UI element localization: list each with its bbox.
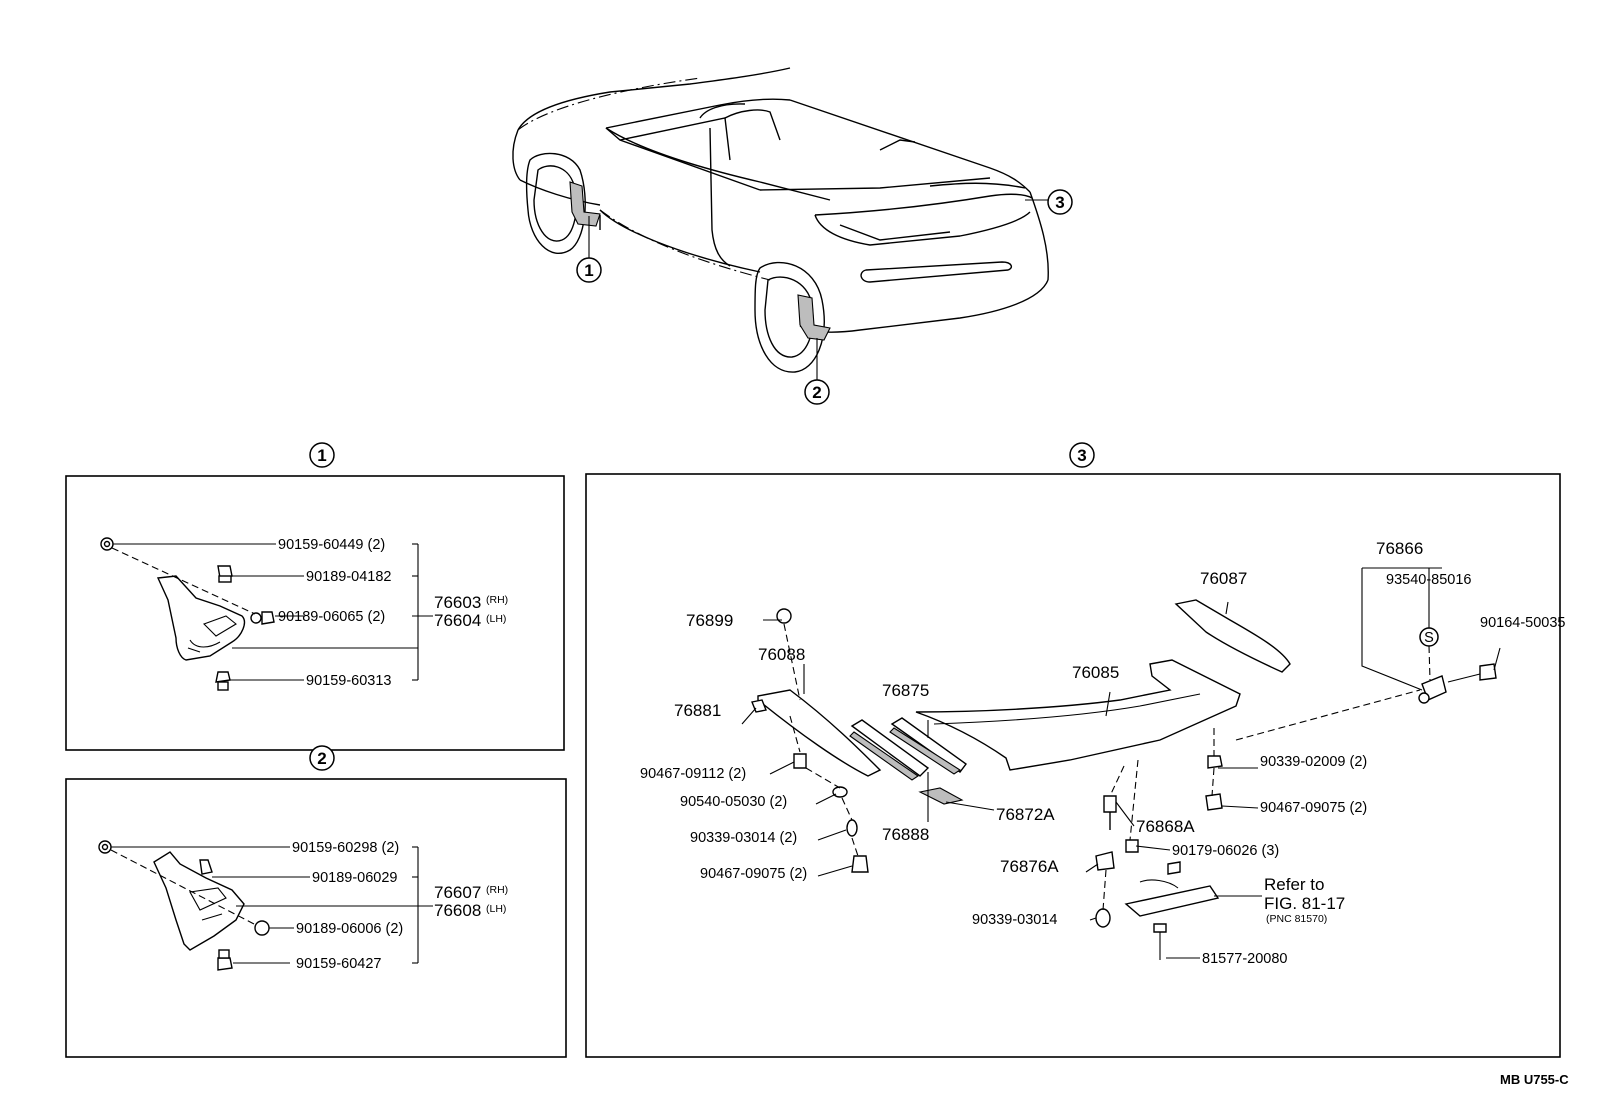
panel-3-frame: [585, 473, 1561, 1058]
part-label: 90339-03014 (2): [690, 830, 797, 846]
part-label: 76899: [686, 611, 733, 630]
part-label: 90159-60313: [306, 673, 391, 689]
panel-1-labels: 90159-60449 (2) 90189-04182 90189-06065 …: [278, 537, 508, 689]
panel-3-header: 3: [1069, 442, 1095, 468]
svg-text:(LH): (LH): [486, 903, 506, 915]
svg-text:1: 1: [317, 446, 326, 465]
callout-2: 2: [804, 379, 830, 405]
svg-text:(RH): (RH): [486, 884, 508, 896]
reference-note: Refer to: [1264, 875, 1324, 894]
part-label: 76881: [674, 701, 721, 720]
panel-1-header: 1: [309, 442, 335, 468]
panel-3-labels: 76899 76088 76881 90467-09112 (2) 90540-…: [640, 539, 1565, 967]
s-mark: S: [1424, 630, 1434, 646]
part-label: 90159-60449 (2): [278, 537, 385, 553]
figure-code: MB U755-C: [1500, 1072, 1569, 1087]
part-label: 76875: [882, 681, 929, 700]
part-label: 90159-60298 (2): [292, 840, 399, 856]
part-label: 76088: [758, 645, 805, 664]
panel-3-spoiler-parts: [741, 567, 1501, 960]
part-label: 90467-09075 (2): [1260, 800, 1367, 816]
part-label: 90159-60427: [296, 956, 381, 972]
part-label: 90189-04182: [306, 569, 391, 585]
svg-text:3: 3: [1077, 446, 1086, 465]
panel-1-front-mudguard: [100, 537, 433, 691]
part-label: 93540-85016: [1386, 572, 1471, 588]
svg-text:3: 3: [1055, 193, 1064, 212]
assy-label-rh: 76607: [434, 883, 481, 902]
assy-label-rh: 76603: [434, 593, 481, 612]
svg-text:(LH): (LH): [486, 613, 506, 625]
panel-2-rear-mudguard: [98, 840, 433, 971]
part-label: 90540-05030 (2): [680, 794, 787, 810]
part-label: 90179-06026 (3): [1172, 843, 1279, 859]
part-label: 76087: [1200, 569, 1247, 588]
callout-3: 3: [1047, 189, 1073, 215]
part-label: 90339-02009 (2): [1260, 754, 1367, 770]
part-label: 76872A: [996, 805, 1055, 824]
part-label: 90467-09075 (2): [700, 866, 807, 882]
part-label: 76876A: [1000, 857, 1059, 876]
panel-2-header: 2: [309, 745, 335, 771]
svg-text:1: 1: [584, 261, 593, 280]
part-label: 90164-50035: [1480, 615, 1565, 631]
part-label: 81577-20080: [1202, 951, 1287, 967]
part-label: 90189-06065 (2): [278, 609, 385, 625]
part-label: 76085: [1072, 663, 1119, 682]
part-label: 90189-06006 (2): [296, 921, 403, 937]
part-label: 90339-03014: [972, 912, 1057, 928]
svg-text:2: 2: [812, 383, 821, 402]
svg-text:(RH): (RH): [486, 594, 508, 606]
reference-note: (PNC 81570): [1266, 913, 1327, 925]
reference-note: FIG. 81-17: [1264, 894, 1345, 913]
panel-2-labels: 90159-60298 (2) 90189-06029 90189-06006 …: [292, 840, 508, 972]
svg-text:2: 2: [317, 749, 326, 768]
part-label: 76866: [1376, 539, 1423, 558]
part-label: 76888: [882, 825, 929, 844]
part-label: 90189-06029: [312, 870, 397, 886]
assy-label-lh: 76604: [434, 611, 481, 630]
part-label: 76868A: [1136, 817, 1195, 836]
car-overview-illustration: [512, 67, 1049, 380]
assy-label-lh: 76608: [434, 901, 481, 920]
callout-1: 1: [576, 257, 602, 283]
panel-2-frame: [65, 778, 567, 1058]
part-label: 90467-09112 (2): [640, 766, 746, 782]
